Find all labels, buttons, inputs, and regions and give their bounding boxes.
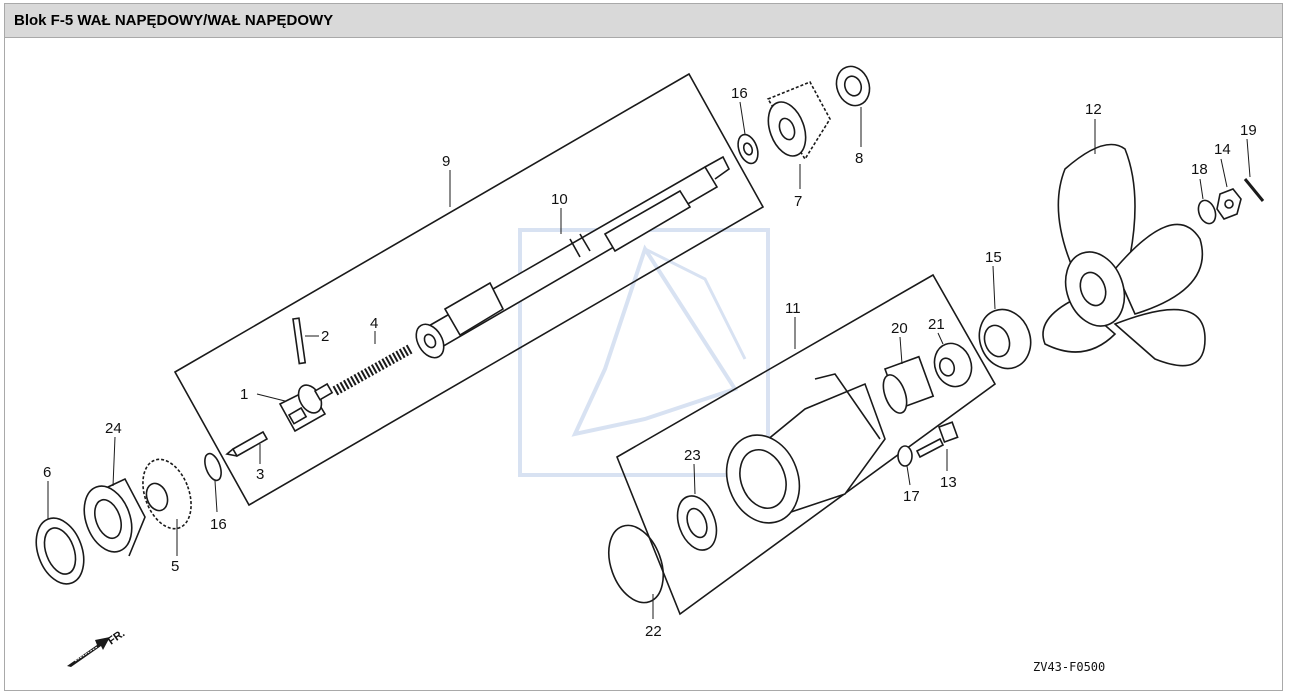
callout-3: 3 (256, 466, 264, 483)
part-washer-17 (897, 445, 913, 467)
part-shim-8 (835, 65, 871, 107)
callout-5: 5 (171, 558, 179, 575)
part-bearing-24 (83, 477, 146, 557)
block-header: Blok F-5 WAŁ NAPĘDOWY/WAŁ NAPĘDOWY (5, 4, 1282, 38)
callout-9: 9 (442, 153, 450, 170)
part-oring-22 (608, 524, 664, 604)
part-drive-shaft (415, 155, 731, 359)
callout-12: 12 (1085, 101, 1102, 118)
callout-11: 11 (785, 300, 801, 317)
part-bearing-23 (676, 495, 718, 551)
callout-2: 2 (321, 328, 329, 345)
callout-8: 8 (855, 150, 863, 167)
callout-10: 10 (551, 191, 568, 208)
callout-20: 20 (891, 320, 908, 337)
part-ring-6 (35, 517, 85, 585)
front-direction-arrow: FR. (67, 627, 127, 667)
callout-16b: 16 (731, 85, 748, 102)
part-cotter-pin-19 (1243, 178, 1265, 202)
housing-group-box (615, 273, 997, 616)
part-bolt-13 (915, 421, 959, 459)
part-propeller-12 (1042, 143, 1206, 367)
callout-21: 21 (928, 316, 945, 333)
callout-15: 15 (985, 249, 1002, 266)
callout-6: 6 (43, 464, 51, 481)
callout-19: 19 (1240, 122, 1257, 139)
callout-23: 23 (684, 447, 701, 464)
part-housing-11 (725, 373, 886, 524)
shaft-group-box (173, 72, 765, 507)
front-direction-label: FR. (106, 627, 127, 647)
part-gear-5 (142, 458, 192, 530)
callout-1: 1 (240, 386, 248, 403)
callout-7: 7 (794, 193, 802, 210)
part-washer-18 (1197, 199, 1217, 225)
part-collar-15 (978, 308, 1032, 370)
callout-22: 22 (645, 623, 662, 640)
callout-24: 24 (105, 420, 122, 437)
part-clutch-dog (278, 382, 334, 433)
part-washer-16a (204, 452, 222, 482)
exploded-parts-diagram: FR. ZV43-F0500 1 2 3 4 5 6 7 8 9 10 11 1… (35, 65, 1265, 674)
part-seal-21 (933, 342, 973, 388)
callout-18: 18 (1191, 161, 1208, 178)
diagram-code: ZV43-F0500 (1033, 660, 1105, 674)
callout-17: 17 (903, 488, 920, 505)
part-pin-3 (225, 430, 269, 458)
part-needle-bearing-20 (882, 355, 935, 414)
page-frame: Blok F-5 WAŁ NAPĘDOWY/WAŁ NAPĘDOWY (4, 3, 1283, 691)
callout-4: 4 (370, 315, 378, 332)
part-washer-16b (737, 133, 759, 165)
callout-14: 14 (1214, 141, 1231, 158)
part-spring-4 (332, 344, 413, 396)
part-pin-2 (292, 317, 307, 365)
block-title: Blok F-5 WAŁ NAPĘDOWY/WAŁ NAPĘDOWY (14, 12, 334, 29)
part-gear-7 (766, 80, 831, 161)
callout-13: 13 (940, 474, 957, 491)
leader-lines (47, 101, 1251, 619)
callout-16a: 16 (210, 516, 227, 533)
part-nut-14 (1216, 188, 1242, 220)
